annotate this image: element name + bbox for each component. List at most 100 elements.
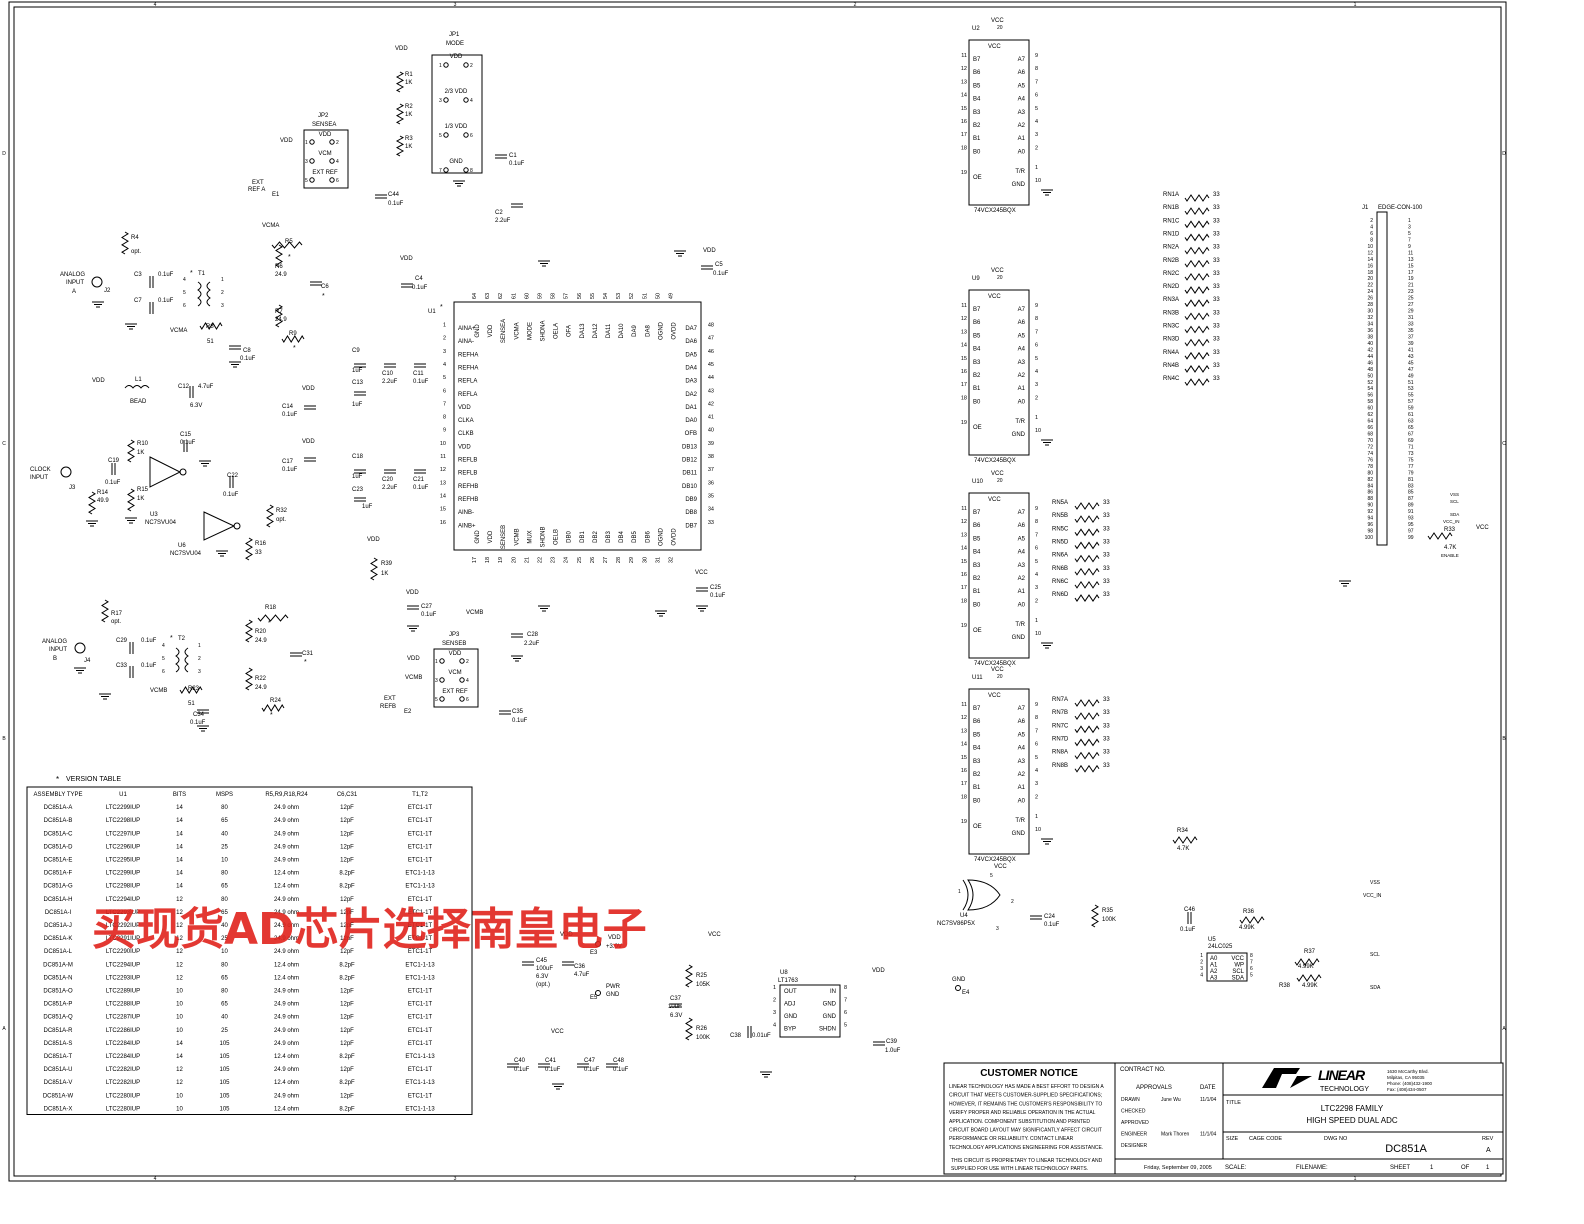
version-cell: DC851A-P xyxy=(44,1002,73,1008)
buffer-pin-num: 16 xyxy=(961,119,967,125)
u1-pin-name: DA1 xyxy=(685,405,697,411)
version-cell: DC851A-E xyxy=(44,858,73,864)
u8-pin-name: GND xyxy=(823,1002,837,1008)
j1-pin-num: 79 xyxy=(1408,470,1414,476)
u1-pin-num: 42 xyxy=(708,401,714,407)
c22-capacitor xyxy=(229,476,234,488)
customer-notice-line: CIRCUIT BOARD LAYOUT MAY SIGNIFICANTLY A… xyxy=(949,1128,1102,1134)
u1-star: * xyxy=(440,304,443,311)
u1-pin-name: DA10 xyxy=(619,323,625,339)
u1-pin-num: 48 xyxy=(708,323,714,329)
version-cell: 80 xyxy=(221,805,228,811)
version-cell: 12 xyxy=(176,1080,183,1086)
u1-pin-name: VDD xyxy=(458,405,471,411)
zone-label-bottom: 4 xyxy=(154,1176,157,1182)
u1-pin-num: 10 xyxy=(440,441,446,447)
ground-symbol xyxy=(125,323,137,330)
buffer-pin-name: A3 xyxy=(1018,110,1026,116)
version-cell: DC851A-J xyxy=(44,923,72,929)
rn-ref: RN4C xyxy=(1163,376,1180,382)
u4-pin: 2 xyxy=(1011,899,1014,905)
r15-resistor xyxy=(127,488,135,512)
jumper-pin xyxy=(309,158,315,164)
u1-pin-name: REFHA xyxy=(458,352,478,358)
value: 0.1uF xyxy=(710,593,726,599)
u5-pin-num: 8 xyxy=(1250,953,1253,959)
jumper-pin xyxy=(329,158,335,164)
version-cell: 12.4 ohm xyxy=(274,1106,299,1112)
buffer-pin-num: 18 xyxy=(961,598,967,604)
buffer-pin-num: 4 xyxy=(1035,369,1038,375)
r33-value: 4.7K xyxy=(1444,545,1456,551)
r34-resistor xyxy=(1172,836,1198,844)
rn-value: 33 xyxy=(1103,763,1110,769)
e3-ref: E3 xyxy=(590,950,598,956)
value: 24.9 xyxy=(275,317,287,323)
u5-pin-name: A1 xyxy=(1210,963,1218,969)
ref: R7 xyxy=(275,309,283,315)
u8-pin-name: OUT xyxy=(784,989,797,995)
j1-pin-num: 74 xyxy=(1367,451,1373,457)
version-cell: 24.9 ohm xyxy=(274,897,299,903)
value: 0.1uF xyxy=(509,161,525,167)
u1-pin-num: 46 xyxy=(708,349,714,355)
value: 4.7uF xyxy=(198,384,214,390)
rn-ref: RN7C xyxy=(1052,723,1069,729)
j1-pin-num: 50 xyxy=(1367,373,1373,379)
c13-capacitor xyxy=(354,391,366,396)
star: * xyxy=(322,293,325,300)
jumper-pin xyxy=(459,677,465,683)
u8-pin-name: GND xyxy=(784,1014,798,1020)
buffer-pin-num: 6 xyxy=(1035,546,1038,552)
vdd-net: VDD xyxy=(406,590,419,596)
buffer-pin-name: A2 xyxy=(1018,576,1026,582)
version-cell: LTC2299IUP xyxy=(106,805,140,811)
buffer-pin-num: 10 xyxy=(1035,631,1041,637)
u1-pin-name: DB9 xyxy=(685,497,697,503)
jumper-pin xyxy=(439,677,445,683)
version-cell: 12 xyxy=(176,897,183,903)
rn-value: 33 xyxy=(1213,271,1220,277)
value: 0.1uF xyxy=(105,480,121,486)
buffer-part: 74VCX245BQX xyxy=(974,458,1016,464)
u8-pin-num: 3 xyxy=(773,1010,776,1016)
buffer-pin-name: B2 xyxy=(973,772,981,778)
value: 2.2uF xyxy=(524,641,540,647)
ext-label: EXT xyxy=(384,696,396,702)
buffer-pin-name: A6 xyxy=(1018,320,1026,326)
jp1-option: 1/3 VDD xyxy=(445,124,468,130)
buffer-pin-name: B7 xyxy=(973,57,981,63)
version-cell: 10 xyxy=(176,1093,183,1099)
zone-label-top: 1 xyxy=(1354,2,1357,8)
buffer-pin-num: 5 xyxy=(1035,559,1038,565)
buffer-pin-num: 14 xyxy=(961,742,967,748)
u1-pin-num: 34 xyxy=(708,507,714,513)
version-cell: 105 xyxy=(219,1093,230,1099)
u8-pin-num: 6 xyxy=(844,1010,847,1016)
ground-symbol xyxy=(407,625,419,632)
c38-capacitor xyxy=(747,1026,752,1038)
j1-pin-num: 35 xyxy=(1408,328,1414,334)
buffer-pin-name: OE xyxy=(973,824,982,830)
vdd-net: VDD xyxy=(92,378,105,384)
buffer-pin-num: 12 xyxy=(961,316,967,322)
u1-pin-name: DA0 xyxy=(685,418,697,424)
buffer-pin-num: 2 xyxy=(1035,145,1038,151)
u1-pin-num: 26 xyxy=(590,557,596,563)
jp1-pin: 1 xyxy=(439,63,442,69)
ref: C2 xyxy=(495,210,503,216)
j1-pin-num: 67 xyxy=(1408,432,1414,438)
u8-pin-name: IN xyxy=(830,989,836,995)
j1-pin-num: 31 xyxy=(1408,315,1414,321)
j1-pin-num: 17 xyxy=(1408,270,1414,276)
j1-pin-num: 87 xyxy=(1408,496,1414,502)
t2-ref: T2 xyxy=(178,636,186,642)
j1-pin-num: 75 xyxy=(1408,457,1414,463)
u8-pin-num: 2 xyxy=(773,998,776,1004)
j1-pin-num: 83 xyxy=(1408,483,1414,489)
buffer-pin-num: 14 xyxy=(961,343,967,349)
j1-pin-num: 51 xyxy=(1408,380,1414,386)
version-cell: DC851A-S xyxy=(44,1041,73,1047)
value: NC7SVU04 xyxy=(170,551,202,557)
j1-signal: SCL xyxy=(1450,499,1459,504)
